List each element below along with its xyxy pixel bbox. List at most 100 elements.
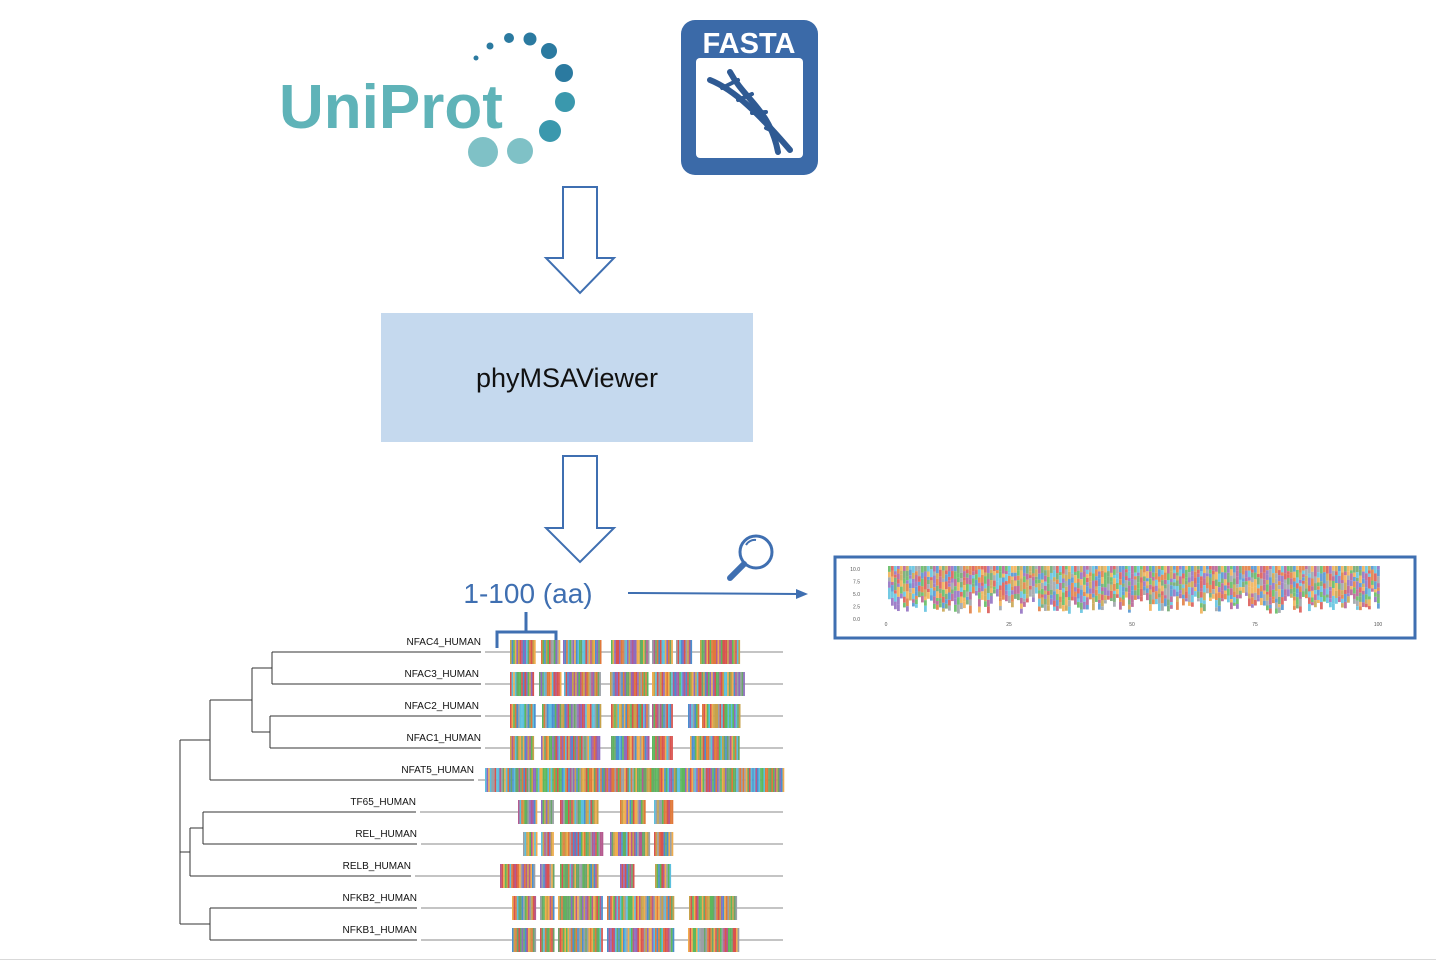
msa-residue	[720, 640, 723, 664]
msa-residue	[586, 672, 589, 696]
logo-letter	[1230, 594, 1233, 600]
msa-residue	[662, 800, 664, 824]
logo-letter	[1062, 573, 1065, 579]
logo-letter	[1125, 572, 1128, 577]
msa-residue	[577, 864, 580, 888]
logo-letter	[1290, 578, 1293, 585]
logo-letter	[1068, 596, 1071, 601]
logo-letter	[978, 598, 981, 607]
msa-residue	[685, 768, 687, 792]
msa-residue	[671, 800, 674, 824]
logo-letter	[900, 593, 903, 599]
msa-residue	[570, 672, 573, 696]
logo-letter	[1092, 603, 1095, 611]
msa-residue	[593, 800, 596, 824]
logo-letter	[1251, 582, 1254, 588]
uniprot-logo: UniProt	[279, 32, 575, 167]
msa-residue	[664, 640, 667, 664]
msa-residue	[705, 768, 708, 792]
msa-residue	[738, 640, 741, 664]
logo-letter	[1131, 585, 1134, 591]
logo-letter	[894, 593, 897, 602]
msa-residue	[542, 800, 545, 824]
msa-residue	[735, 640, 737, 664]
msa-residue	[570, 704, 573, 728]
logo-letter	[891, 585, 894, 592]
logo-letter	[924, 576, 927, 582]
logo-letter	[1041, 594, 1044, 598]
logo-letter	[1236, 570, 1239, 577]
logo-letter	[972, 571, 975, 576]
msa-residue	[543, 896, 545, 920]
logo-letter	[1143, 566, 1146, 573]
msa-residue	[715, 928, 717, 952]
msa-residue	[741, 768, 743, 792]
logo-letter	[1170, 566, 1173, 572]
msa-residue	[610, 672, 612, 696]
msa-residue	[593, 832, 596, 856]
logo-letter	[888, 581, 891, 588]
msa-residue	[663, 896, 665, 920]
msa-residue	[749, 768, 751, 792]
msa-residue	[553, 704, 555, 728]
logo-letter	[1188, 594, 1191, 603]
logo-letter	[906, 591, 909, 599]
msa-residue	[551, 864, 553, 888]
msa-residue	[586, 928, 589, 952]
logo-letter	[1056, 594, 1059, 601]
logo-letter	[1047, 605, 1050, 611]
msa-residue	[596, 672, 598, 696]
logo-letter	[939, 581, 942, 589]
logo-letter	[996, 570, 999, 574]
logo-letter	[1026, 566, 1029, 574]
logo-letter	[1212, 594, 1215, 599]
msa-residue	[564, 704, 567, 728]
msa-residue	[568, 768, 570, 792]
msa-residue	[670, 768, 673, 792]
logo-letter	[1368, 599, 1371, 607]
msa-residue	[563, 832, 565, 856]
logo-x-tick: 100	[1374, 622, 1383, 628]
logo-letter	[963, 566, 966, 572]
logo-letter	[1131, 579, 1134, 586]
msa-residue	[529, 896, 532, 920]
logo-letter	[1200, 588, 1203, 592]
logo-letter	[891, 576, 894, 582]
logo-letter	[1338, 571, 1341, 576]
logo-letter	[960, 591, 963, 597]
tree-label: TF65_HUMAN	[350, 797, 416, 808]
msa-residue	[497, 768, 500, 792]
msa-residue	[606, 768, 609, 792]
logo-letter	[1284, 573, 1287, 580]
logo-letter	[1215, 566, 1218, 572]
msa-residue	[580, 864, 583, 888]
msa-residue	[632, 896, 635, 920]
logo-letter	[1260, 585, 1263, 592]
logo-letter	[1125, 587, 1128, 592]
logo-letter	[1317, 595, 1320, 600]
msa-residue	[564, 800, 567, 824]
msa-residue	[552, 800, 554, 824]
msa-residue	[659, 864, 662, 888]
msa-residue	[621, 832, 623, 856]
msa-residue	[561, 864, 564, 888]
logo-letter	[1272, 582, 1275, 590]
logo-letter	[1110, 577, 1113, 582]
msa-residue	[663, 864, 665, 888]
msa-residue	[692, 672, 694, 696]
msa-residue	[526, 704, 528, 728]
logo-letter	[933, 583, 936, 588]
logo-letter	[897, 586, 900, 593]
msa-residue	[629, 832, 631, 856]
logo-letter	[1095, 569, 1098, 577]
msa-residue	[552, 928, 555, 952]
msa-residue	[590, 640, 592, 664]
msa-residue	[560, 800, 562, 824]
logo-letter	[927, 576, 930, 580]
msa-residue	[581, 768, 583, 792]
logo-letter	[1170, 596, 1173, 603]
msa-residue	[725, 768, 727, 792]
msa-residue	[722, 640, 725, 664]
msa-residue	[560, 736, 562, 760]
msa-residue	[584, 736, 586, 760]
